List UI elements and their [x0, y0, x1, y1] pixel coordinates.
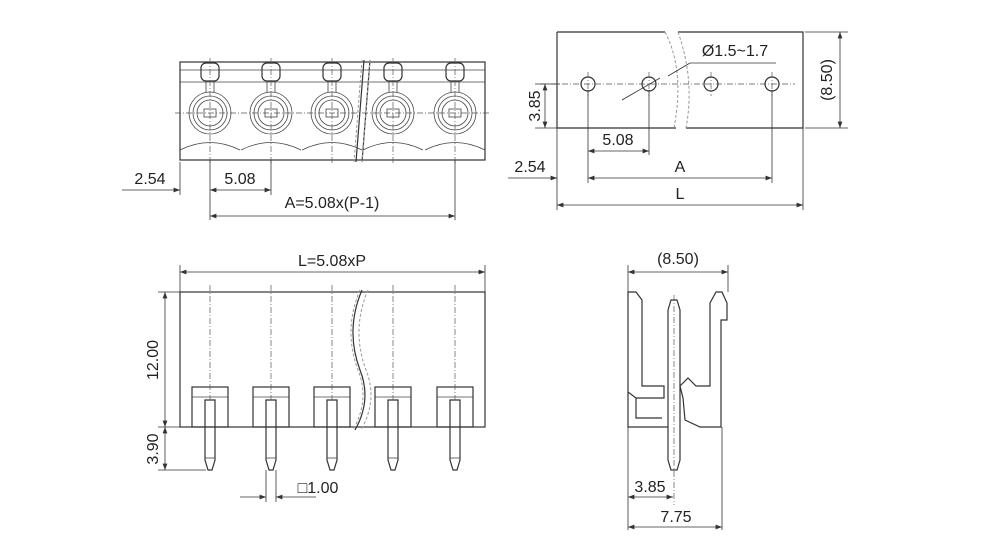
dim-l-label: L: [676, 186, 685, 203]
pin-block: [313, 285, 351, 471]
pin-block: [191, 285, 229, 471]
dim-width-label: (8.50): [657, 251, 699, 268]
pcb-hole: [703, 72, 719, 96]
dim-a-label: A=5.08x(P-1): [285, 195, 380, 212]
terminal-opening: [301, 58, 363, 165]
dim-base-label: 7.75: [660, 509, 691, 526]
break-line: [350, 289, 372, 431]
pcb-layout-view: Ø1.5~1.7 3.85 (8.50) 5.08 2.54 A L: [508, 31, 848, 210]
dim-pin-length-label: 3.90: [145, 433, 162, 464]
break-line: [353, 59, 371, 163]
hole-diameter-label: Ø1.5~1.7: [702, 43, 768, 60]
top-view-body: [179, 61, 486, 161]
dim-hole-row-label: 3.85: [527, 90, 544, 121]
dim-pitch-label: 5.08: [602, 132, 633, 149]
top-view: 2.54 5.08 A=5.08x(P-1): [122, 58, 490, 220]
dim-offset-label: 2.54: [134, 171, 165, 188]
dim-pitch-label: 5.08: [224, 171, 255, 188]
dim-width-label: (8.50): [819, 59, 836, 101]
terminal-opening: [362, 58, 424, 165]
dim-pin-offset-label: 3.85: [634, 479, 665, 496]
pin-block: [252, 285, 290, 471]
break-line: [664, 31, 690, 129]
terminal-opening: [424, 58, 486, 165]
front-view: L=5.08xP 12.00 3.90 □1.00: [145, 253, 486, 502]
dim-pin-square-label: □1.00: [298, 480, 339, 497]
dim-length-label: L=5.08xP: [298, 253, 366, 270]
terminal-opening: [179, 58, 241, 165]
side-view: (8.50) 3.85 7.75: [627, 251, 729, 530]
dim-a-label: A: [675, 159, 686, 176]
pin-block: [374, 285, 412, 471]
pin: [667, 299, 681, 471]
dim-offset-label: 2.54: [514, 159, 545, 176]
terminal-opening: [240, 58, 302, 165]
front-view-body: [179, 291, 486, 428]
dim-height-label: 12.00: [145, 340, 162, 380]
pin-block: [436, 285, 474, 471]
